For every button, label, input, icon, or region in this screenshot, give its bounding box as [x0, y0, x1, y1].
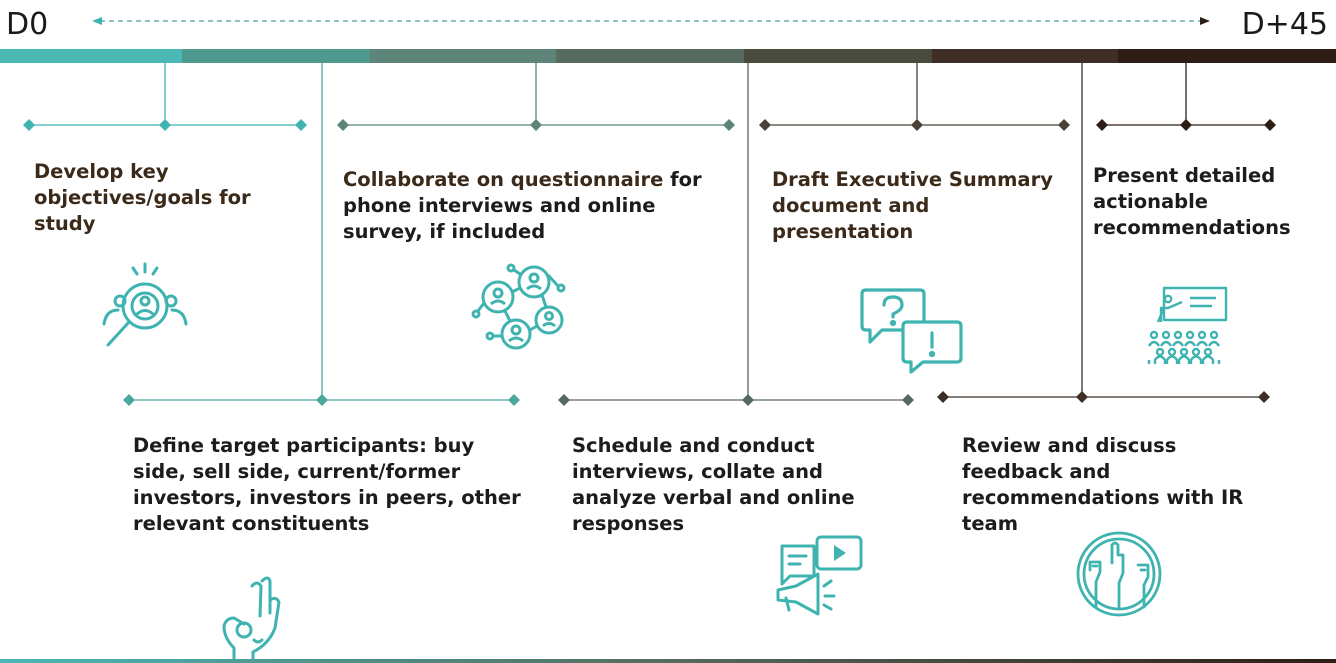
step-4-text: Schedule and conduct interviews, collate… [572, 434, 855, 535]
step-3-text: Collaborate on questionnaire for phone i… [343, 167, 738, 245]
step-3-highlight: Collaborate on questionnaire [343, 168, 664, 191]
connector-step-3 [337, 63, 735, 131]
step-6-text: Review and discuss feedback and recommen… [962, 434, 1244, 535]
network-people-icon [471, 263, 566, 350]
timeline-segment-6 [932, 49, 1118, 63]
ok-hand-icon [222, 576, 281, 663]
timeline-segment-3 [370, 49, 556, 63]
step-3-rest: for phone interviews and online survey, … [343, 168, 702, 243]
timeline-segment-5 [744, 49, 932, 63]
connector-step-1 [23, 63, 307, 131]
connector-step-7 [1096, 63, 1276, 131]
step-7-text: Present detailed actionable recommendati… [1093, 164, 1291, 239]
duration-arrow [92, 17, 1210, 25]
timeline-segment-2 [182, 49, 370, 63]
connector-step-6 [937, 63, 1270, 403]
start-label: D0 [6, 7, 49, 42]
raised-hands-icon [1076, 531, 1162, 617]
media-megaphone-icon [776, 535, 863, 616]
step-5-text: Draft Executive Summary document and pre… [772, 167, 1072, 245]
timeline-segment-4 [556, 49, 744, 63]
step-5-highlight: Draft Executive Summary document and pre… [772, 168, 1053, 243]
presentation-audience-icon [1147, 286, 1228, 364]
connector-step-4 [558, 63, 914, 406]
bottom-edge [0, 659, 1336, 663]
step-2-text: Define target participants: buy side, se… [133, 434, 521, 535]
connector-step-2 [123, 63, 520, 406]
search-person-icon [102, 262, 188, 347]
end-label: D+45 [1241, 7, 1328, 42]
step-1-text: Develop key objectives/goals for study [34, 159, 304, 237]
connector-step-5 [759, 63, 1070, 131]
question-exclamation-bubbles-icon [860, 288, 963, 374]
step-1-highlight: Develop key objectives/goals for study [34, 160, 251, 235]
timeline-segment-7 [1118, 49, 1336, 63]
timeline-segment-1 [0, 49, 182, 63]
